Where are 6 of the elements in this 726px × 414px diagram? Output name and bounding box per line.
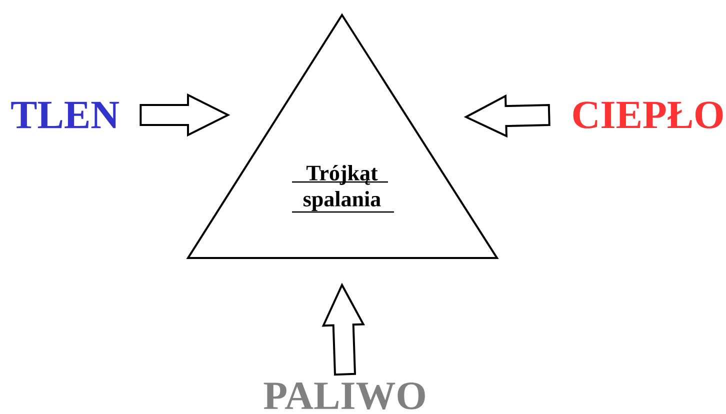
block-arrow xyxy=(322,282,365,376)
label-text: TLEN xyxy=(11,102,119,128)
block-arrow xyxy=(464,94,550,138)
block-arrow xyxy=(140,93,230,137)
label-text: CIEPŁO xyxy=(573,102,723,128)
label-text: PALIWO xyxy=(264,382,425,410)
